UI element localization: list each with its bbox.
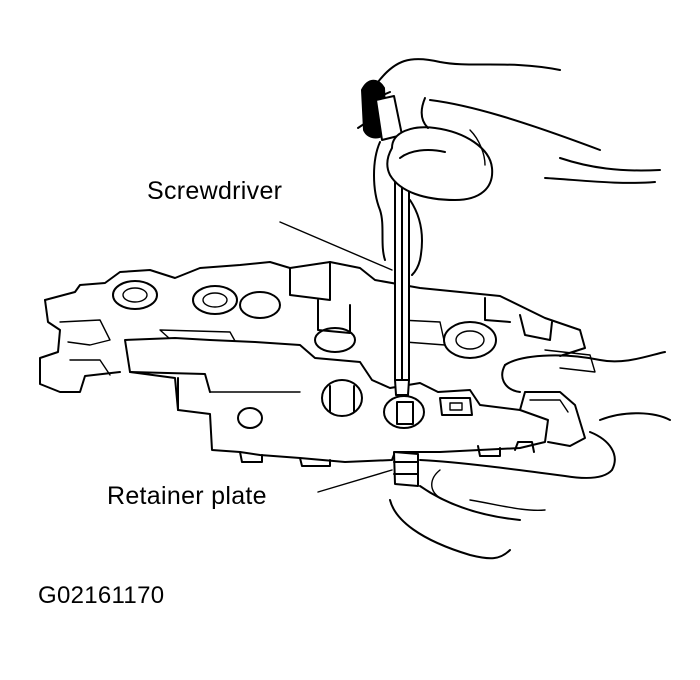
- retainer-plate-label: Retainer plate: [107, 482, 267, 510]
- screwdriver-label: Screwdriver: [147, 177, 283, 205]
- screwdriver-leader: [279, 221, 393, 271]
- valve-body: [39, 261, 596, 467]
- retainer-leader: [317, 469, 393, 493]
- retainer-plate-part: [393, 451, 419, 487]
- figure-code: G02161170: [38, 582, 165, 609]
- upper-hand: [373, 58, 661, 276]
- lower-hand: [389, 351, 671, 560]
